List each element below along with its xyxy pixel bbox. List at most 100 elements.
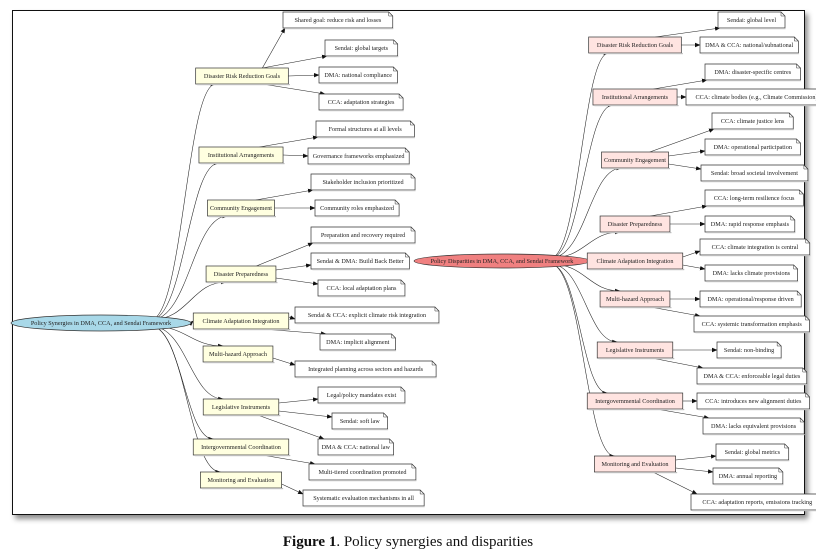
note-fold	[784, 444, 789, 449]
note-shadow	[310, 480, 417, 482]
note-fold	[803, 165, 808, 170]
synergies-leaf-systematic-evaluation-mechanisms-in-all-label: Systematic evaluation mechanisms in all	[313, 495, 414, 502]
note-shadow	[321, 350, 397, 352]
note-shadow	[702, 181, 809, 183]
synergies-leaf-preparation-and-recovery-required-label: Preparation and recovery required	[321, 232, 406, 239]
disparities-leaf-cca-climate-justice-lens: CCA: climate justice lens	[711, 112, 794, 131]
note-shape	[717, 11, 786, 29]
note-shadow	[695, 332, 810, 334]
box-shadow	[194, 329, 291, 331]
note-shape	[282, 11, 394, 29]
synergies-edge-cat-7-to-leaf-0	[261, 454, 316, 466]
disparities-leaf-cca-climate-integration-is-central-label: CCA: climate integration is central	[712, 244, 799, 251]
disparities-leaf-cca-systemic-transformation-emphasis: CCA: systemic transformation emphasis	[693, 315, 810, 334]
disparities-category-legislative-instruments: Legislative Instruments	[596, 341, 675, 360]
synergies-leaf-cca-local-adaptation-plans-label: CCA: local adaptation plans	[326, 285, 397, 292]
note-shape	[302, 489, 425, 507]
box-shadow	[594, 105, 679, 107]
synergies-category-legislative-instruments: Legislative Instruments	[202, 398, 281, 417]
box-shadow	[201, 488, 284, 490]
note-shadow	[698, 384, 808, 386]
disparities-leaf-sendai-global-metrics: Sendai: global metrics	[715, 443, 790, 462]
synergies-category-institutional-arrangements-label: Institutional Arrangements	[208, 152, 275, 159]
note-shape	[317, 386, 406, 404]
disparities-edge-cat-1-to-leaf-0	[653, 78, 708, 90]
disparities-edge-cat-4-to-leaf-1	[682, 264, 706, 271]
note-shadow	[309, 164, 410, 166]
synergies-leaf-sendai-soft-law: Sendai: soft law	[331, 412, 389, 431]
note-fold	[799, 418, 805, 423]
synergies-root-node: Policy Synergies in DMA, CCA, and Sendai…	[10, 314, 192, 332]
disparities-leaf-cca-long-term-resilience-focus: CCA: long-term resilience focus	[704, 189, 804, 208]
synergies-leaf-shared-goal-reduce-risk-and-losses-label: Shared goal: reduce risk and losses	[294, 17, 381, 24]
note-shape	[702, 417, 805, 435]
note-shadow	[701, 307, 802, 309]
note-fold	[794, 37, 799, 42]
box-shadow	[204, 415, 281, 417]
note-shape	[704, 215, 796, 233]
synergies-leaf-governance-frameworks-emphasized: Governance frameworks emphasized	[307, 147, 410, 166]
note-shape	[315, 120, 415, 138]
synergies-leaf-governance-frameworks-emphasized-label: Governance frameworks emphasized	[313, 153, 406, 160]
note-fold	[805, 393, 810, 398]
note-shadow	[713, 129, 794, 131]
synergies-category-legislative-instruments-label: Legislative Instruments	[212, 404, 271, 411]
note-fold	[796, 139, 801, 144]
synergies-category-disaster-preparedness-label: Disaster Preparedness	[214, 271, 269, 278]
disparities-category-disaster-preparedness-label: Disaster Preparedness	[608, 221, 663, 228]
note-shadow	[319, 403, 406, 405]
synergies-edge-cat-3-to-leaf-2	[275, 277, 319, 286]
disparities-leaf-dma-disaster-specific-centres-label: DMA: disaster-specific centres	[714, 69, 791, 76]
note-shadow	[326, 56, 399, 58]
synergies-edge-cat-3-to-leaf-1	[275, 263, 312, 271]
disparities-leaf-dma-cca-national-subnational-label: DMA & CCA: national/subnational	[705, 42, 793, 49]
disparities-edge-cat-6-to-leaf-1	[651, 357, 704, 370]
note-shape	[696, 392, 810, 410]
note-shape	[317, 438, 394, 456]
note-fold	[799, 190, 804, 195]
note-fold	[805, 316, 810, 321]
synergies-root-node-label: Policy Synergies in DMA, CCA, and Sendai…	[31, 320, 172, 327]
disparities-leaf-dma-lacks-climate-provisions: DMA: lacks climate provisions	[704, 264, 799, 283]
box-shadow	[204, 362, 275, 364]
disparities-leaf-sendai-global-metrics-label: Sendai: global metrics	[725, 449, 781, 456]
disparities-category-institutional-arrangements-label: Institutional Arrangements	[602, 94, 669, 101]
synergies-edge-cat-4-to-leaf-0	[288, 315, 296, 320]
disparities-category-institutional-arrangements: Institutional Arrangements	[592, 88, 679, 107]
note-fold	[780, 12, 785, 17]
note-fold	[805, 239, 810, 244]
disparities-category-disaster-preparedness: Disaster Preparedness	[599, 215, 672, 234]
note-shape	[314, 199, 400, 217]
box-shadow	[194, 455, 291, 457]
synergies-category-community-engagement-label: Community Engagement	[210, 205, 272, 212]
disparities-leaf-cca-adaptation-reports-emissions-trackin: CCA: adaptation reports, emissions track…	[690, 493, 816, 512]
note-shadow	[319, 455, 395, 457]
note-fold	[789, 113, 794, 118]
disparities-category-monitoring-and-evaluation: Monitoring and Evaluation	[594, 455, 678, 474]
figure-caption: Figure 1. Policy synergies and dispariti…	[0, 534, 816, 551]
box-shadow	[601, 232, 672, 234]
synergies-leaf-stakeholder-inclusion-prioritized: Stakeholder inclusion prioritized	[310, 173, 416, 192]
disparities-category-disaster-risk-reduction-goals-label: Disaster Risk Reduction Goals	[597, 42, 674, 49]
note-shape	[318, 93, 404, 111]
synergies-leaf-formal-structures-at-all-levels: Formal structures at all levels	[315, 120, 415, 139]
synergies-leaf-community-roles-emphasized-label: Community roles emphasized	[320, 205, 395, 212]
disparities-edge-cat-2-to-leaf-0	[649, 128, 715, 153]
box-shadow	[603, 168, 670, 170]
disparities-category-community-engagement-label: Community Engagement	[604, 157, 666, 164]
note-shape	[693, 315, 810, 333]
note-shape	[310, 173, 416, 191]
note-fold	[400, 387, 405, 392]
synergies-edge-cat-0-to-leaf-2	[288, 72, 320, 78]
disparities-edge-cat-8-to-leaf-0	[675, 454, 717, 461]
disparities-leaf-dma-lacks-equivalent-provisions: DMA: lacks equivalent provisions	[702, 417, 805, 436]
synergies-leaf-dma-national-compliance: DMA: national compliance	[318, 66, 398, 85]
note-shadow	[296, 377, 437, 379]
disparities-leaf-cca-climate-integration-is-central: CCA: climate integration is central	[699, 238, 811, 257]
note-shadow	[317, 137, 415, 139]
note-shape	[712, 467, 784, 485]
disparities-edge-root-to-cat-1	[550, 102, 614, 259]
disparities-category-legislative-instruments-label: Legislative Instruments	[606, 347, 665, 354]
disparities-leaf-dma-cca-enforceable-legal-duties: DMA & CCA: enforceable legal duties	[696, 367, 808, 386]
note-fold	[388, 12, 393, 17]
